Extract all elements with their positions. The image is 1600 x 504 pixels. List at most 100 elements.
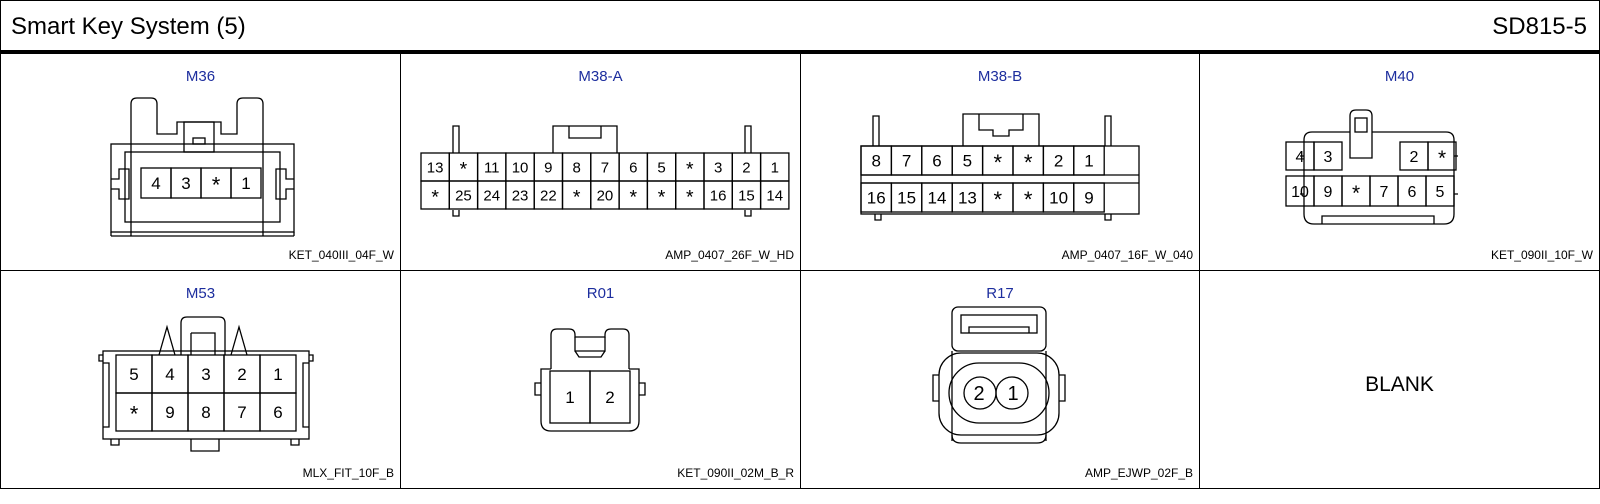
pin-number: 4: [151, 174, 160, 193]
pin-number: 7: [902, 152, 911, 171]
pin-number: 16: [867, 189, 886, 208]
pin-number: 1: [565, 388, 574, 407]
connector-name: M38-A: [578, 68, 623, 85]
pin-number: 8: [572, 159, 580, 176]
pin-number: 15: [738, 187, 755, 204]
pin-number: 3: [181, 174, 190, 193]
pin-number: 1: [1007, 383, 1018, 405]
pin-number: 2: [237, 365, 246, 384]
pin-number: 3: [714, 159, 722, 176]
connector-name: R01: [586, 285, 615, 302]
pin-number: 2: [605, 388, 614, 407]
pin-number: 1: [1084, 152, 1093, 171]
header-rule: [0, 50, 1600, 54]
pin-unused: *: [1024, 150, 1033, 175]
pin-number: 2: [973, 383, 984, 405]
pin-number: 15: [897, 189, 916, 208]
pin-unused: *: [460, 158, 468, 180]
connector-name: M36: [185, 68, 216, 85]
pin-number: 13: [958, 189, 977, 208]
connector-part: KET_090II_10F_W: [1490, 248, 1593, 262]
pin-unused: *: [686, 186, 694, 208]
pin-number: 7: [601, 159, 609, 176]
page-title: Smart Key System (5): [11, 13, 246, 40]
pin-number: 5: [1436, 184, 1445, 201]
pin-number: 2: [1410, 149, 1419, 166]
connector-part: AMP_0407_16F_W_040: [1061, 248, 1193, 262]
pin-unused: *: [1024, 187, 1033, 212]
pin-unused: *: [130, 401, 139, 426]
pin-number: 14: [928, 189, 947, 208]
pin-number: 1: [273, 365, 282, 384]
pin-unused: *: [629, 186, 637, 208]
pin-unused: *: [686, 158, 694, 180]
pin-number: 4: [165, 365, 174, 384]
pin-cell: [1425, 175, 1455, 207]
pin-number: 1: [771, 159, 779, 176]
pin-number: 6: [1408, 184, 1417, 201]
pin-number: 13: [427, 159, 444, 176]
page-header: Smart Key System (5) SD815-5: [0, 0, 1600, 52]
pin-cell: [230, 167, 262, 199]
pin-number: 5: [129, 365, 138, 384]
pin-number: 9: [1084, 189, 1093, 208]
pin-number: 3: [1324, 149, 1333, 166]
pin-cell: [1073, 145, 1105, 176]
pin-number: 7: [237, 403, 246, 422]
pin-number: 5: [963, 152, 972, 171]
pin-number: 24: [483, 187, 500, 204]
pin-number: 4: [1296, 149, 1305, 166]
connector-name: M53: [185, 285, 216, 302]
pin-unused: *: [1352, 182, 1360, 205]
connector-part: KET_090II_02M_B_R: [677, 466, 794, 480]
connector-name: M38-B: [977, 68, 1023, 85]
pin-number: 9: [544, 159, 552, 176]
pin-number: 7: [1380, 184, 1389, 201]
pin-unused: *: [573, 186, 581, 208]
page-code: SD815-5: [1492, 13, 1587, 40]
connector-cell-blank: BLANK: [1200, 271, 1600, 489]
pin-unused: *: [1438, 147, 1446, 170]
pin-number: 5: [657, 159, 665, 176]
pin-number: 8: [871, 152, 880, 171]
pin-number: 2: [1054, 152, 1063, 171]
connector-part: AMP_EJWP_02F_B: [1084, 466, 1193, 480]
pin-cell: [1427, 141, 1457, 171]
pin-unused: *: [431, 186, 439, 208]
pin-unused: *: [993, 150, 1002, 175]
connector-diagram-m36: 4 3 * 1: [110, 97, 295, 237]
pin-number: 10: [512, 159, 529, 176]
pin-number: 11: [484, 159, 500, 176]
pin-socket: [963, 376, 997, 410]
pin-number: 9: [1324, 184, 1333, 201]
pin-number: 6: [932, 152, 941, 171]
pin-cell: [1073, 182, 1105, 213]
pin-number: 9: [165, 403, 174, 422]
pin-number: 1: [241, 174, 250, 193]
connector-name: M40: [1384, 68, 1415, 85]
pin-number: 25: [455, 187, 472, 204]
pin-number: 20: [597, 187, 614, 204]
pin-cell: [259, 392, 297, 432]
pin-number: 22: [540, 187, 557, 204]
pin-number: 14: [766, 187, 783, 204]
connector-part: MLX_FIT_10F_B: [302, 466, 394, 480]
pin-number: 10: [1049, 189, 1068, 208]
pin-cell: [759, 180, 790, 210]
pin-unused: *: [658, 186, 666, 208]
pin-unused: *: [212, 172, 221, 197]
connector-name: R17: [986, 285, 1014, 302]
pin-number: 6: [629, 159, 637, 176]
